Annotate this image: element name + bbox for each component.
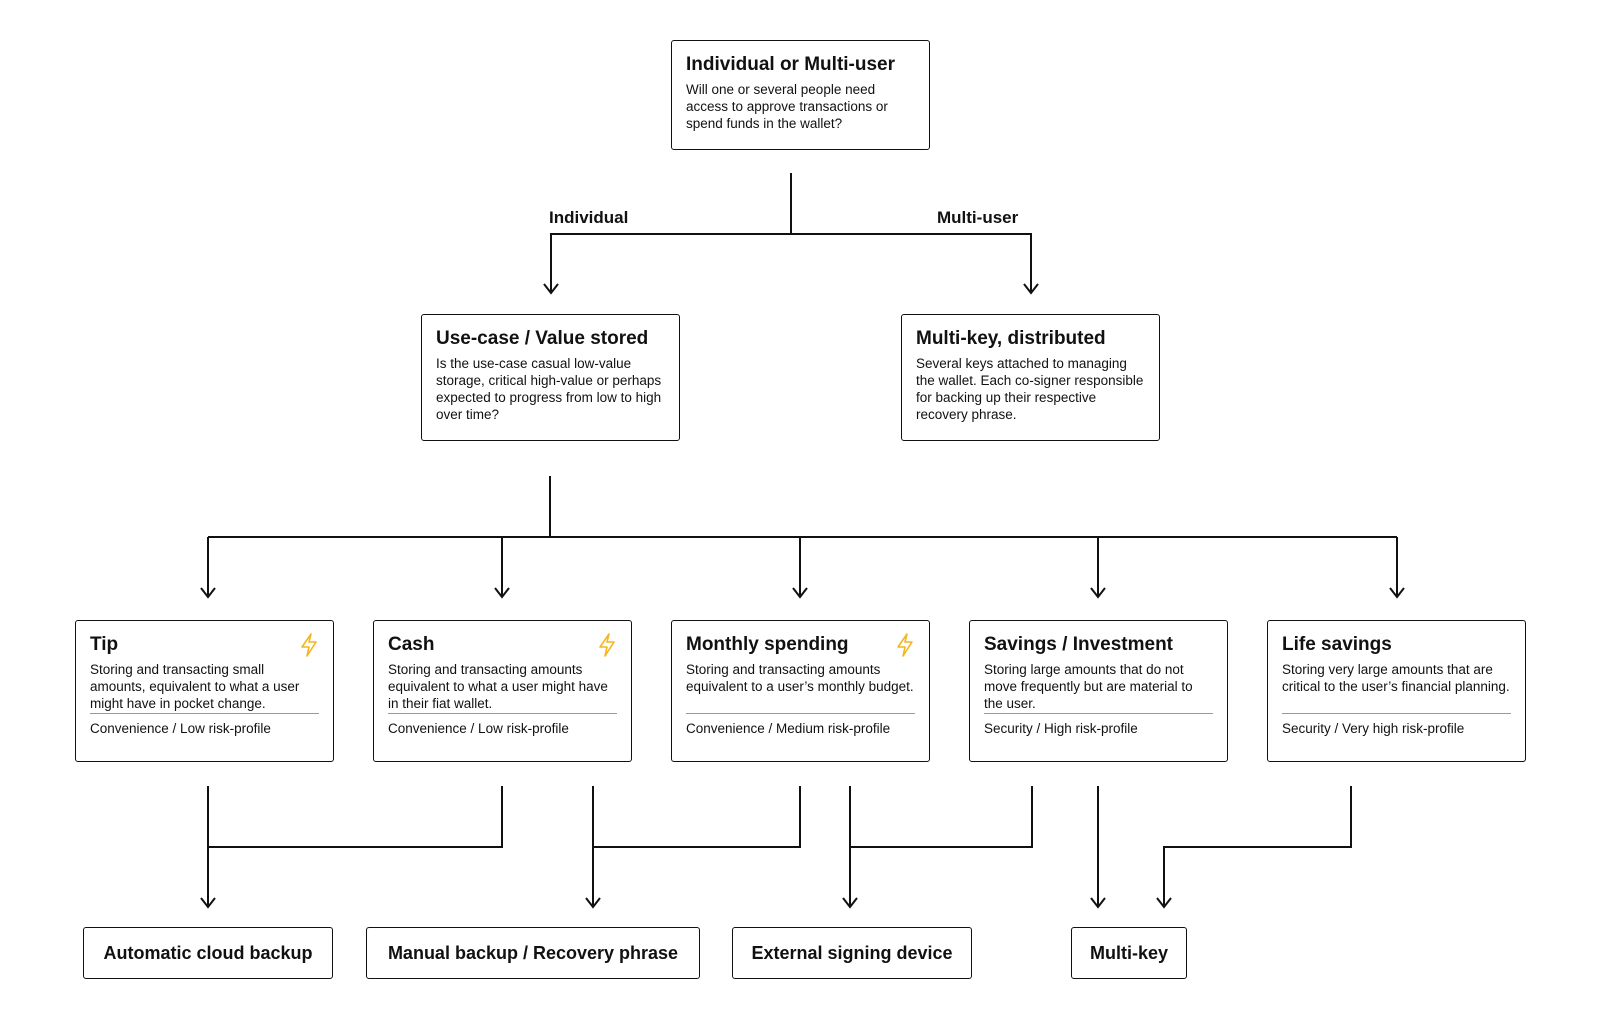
lightning-icon [897,633,913,657]
category-risk-profile: Convenience / Medium risk-profile [686,721,891,736]
category-savings-investment: Savings / Investment Storing large amoun… [969,620,1228,762]
category-tip: Tip Storing and transacting small amount… [75,620,334,762]
category-description: Storing and transacting amounts equivale… [686,662,914,694]
root-title: Individual or Multi-user [686,54,896,75]
branch-label-individual: Individual [549,208,629,227]
multi-key-distributed-title: Multi-key, distributed [916,328,1106,349]
category-title: Cash [388,634,435,655]
use-case-title: Use-case / Value stored [436,328,649,349]
category-divider [90,713,319,714]
category-title: Monthly spending [686,634,849,655]
lightning-icon [301,633,317,657]
category-monthly-spending: Monthly spending Storing and transacting… [671,620,930,762]
category-life-savings: Life savings Storing very large amounts … [1267,620,1526,762]
category-description: Storing and transacting small amounts, e… [90,662,300,711]
connector-monthly-manual [593,786,801,848]
multi-key-distributed-text: Several keys attached to managing the wa… [916,356,1144,422]
category-divider [686,713,915,714]
result-automatic-cloud-backup: Automatic cloud backup [83,927,333,979]
connector-multi-user [791,233,1039,295]
category-risk-profile: Convenience / Low risk-profile [388,721,569,736]
category-divider [1282,713,1511,714]
multi-key-distributed-node: Multi-key, distributed Several keys atta… [901,314,1160,441]
category-risk-profile: Security / High risk-profile [984,721,1138,736]
result-external-signing-device: External signing device [732,927,972,979]
use-case-text: Is the use-case casual low-value storage… [436,356,662,422]
category-description: Storing and transacting amounts equivale… [388,662,608,711]
category-title: Tip [90,634,119,655]
result-manual-backup: Manual backup / Recovery phrase [366,927,700,979]
category-title: Savings / Investment [984,634,1174,655]
connector-individual [543,233,791,295]
category-description: Storing large amounts that do not move f… [984,662,1193,711]
category-risk-profile: Convenience / Low risk-profile [90,721,271,736]
category-description: Storing very large amounts that are crit… [1282,662,1510,694]
connector-cash-cloud [208,786,503,848]
connector-life-multikey [1156,786,1352,909]
category-cash: Cash Storing and transacting amounts equ… [373,620,632,762]
root-text: Will one or several people need access t… [686,82,888,131]
result-multi-key: Multi-key [1071,927,1187,979]
use-case-node: Use-case / Value stored Is the use-case … [421,314,680,441]
category-divider [984,713,1213,714]
category-risk-profile: Security / Very high risk-profile [1282,721,1465,736]
connector-savings-device [850,786,1033,848]
lightning-icon [599,633,615,657]
category-title: Life savings [1282,634,1392,655]
root-node: Individual or Multi-user Will one or sev… [671,40,930,150]
category-divider [388,713,617,714]
branch-label-multi-user: Multi-user [937,208,1019,227]
